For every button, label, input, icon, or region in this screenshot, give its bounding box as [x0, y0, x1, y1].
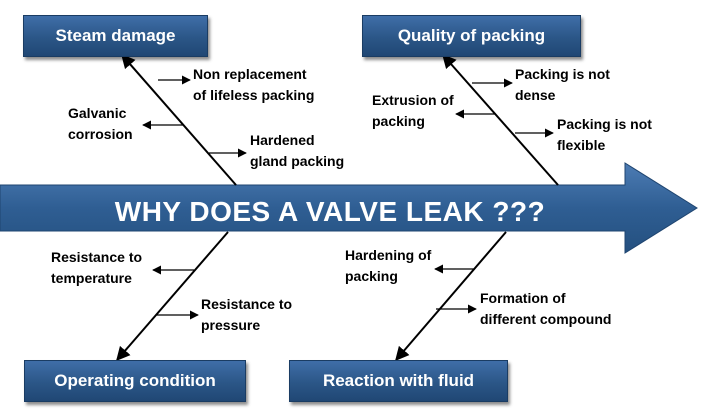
category-reaction-with-fluid: Reaction with fluid: [289, 360, 508, 402]
bone-steam-damage: [121, 53, 237, 186]
spine-arrow: [0, 162, 698, 254]
bone-reaction-with-fluid: [395, 231, 507, 362]
bone-quality-of-packing: [442, 53, 559, 186]
cause-packing-not-dense: Packing is not dense: [515, 66, 610, 103]
category-operating-condition: Operating condition: [24, 360, 246, 402]
diagram-title: WHY DOES A VALVE LEAK ???: [114, 196, 546, 227]
cause-packing-not-flexible: Packing is not flexible: [557, 116, 652, 153]
cause-extrusion-of-packing: Extrusion of packing: [372, 92, 454, 129]
category-quality-of-packing: Quality of packing: [362, 15, 581, 57]
cause-formation-of-different-compound: Formation of different compound: [480, 290, 612, 327]
cause-hardened-gland-packing: Hardened gland packing: [250, 132, 345, 169]
cause-hardening-of-packing: Hardening of packing: [345, 247, 432, 284]
category-steam-damage: Steam damage: [23, 15, 208, 57]
cause-non-replacement: Non replacement of lifeless packing: [193, 66, 315, 103]
cause-galvanic-corrosion: Galvanic corrosion: [68, 105, 133, 142]
bone-operating-condition: [116, 231, 229, 362]
cause-resistance-to-pressure: Resistance to pressure: [201, 296, 293, 333]
cause-resistance-to-temperature: Resistance to temperature: [51, 249, 143, 286]
